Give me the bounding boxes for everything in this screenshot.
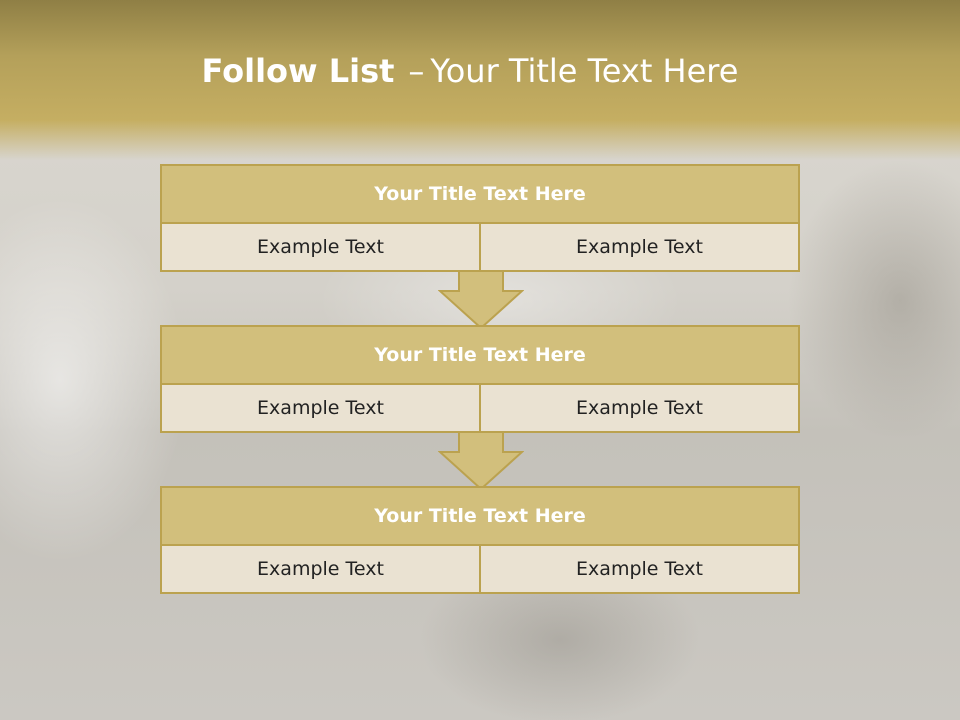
block-cell-right: Example Text (479, 546, 798, 592)
slide-title: Follow List–Your Title Text Here (0, 52, 940, 90)
block-title: Your Title Text Here (162, 488, 798, 546)
title-band (0, 0, 960, 160)
block-title: Your Title Text Here (162, 166, 798, 224)
block-cell-right: Example Text (479, 224, 798, 270)
list-block-3: Your Title Text Here Example Text Exampl… (160, 486, 800, 594)
block-title: Your Title Text Here (162, 327, 798, 385)
down-arrow-icon (438, 432, 524, 491)
slide-title-rest: Your Title Text Here (430, 52, 739, 90)
block-cell-left: Example Text (257, 397, 384, 419)
block-cell-left: Example Text (257, 236, 384, 258)
block-row: Example Text Example Text (162, 546, 798, 592)
block-cell-right: Example Text (479, 385, 798, 431)
block-cell-left: Example Text (257, 558, 384, 580)
block-row: Example Text Example Text (162, 385, 798, 431)
slide-title-bold: Follow List (201, 52, 395, 90)
down-arrow-icon (438, 271, 524, 330)
list-block-1: Your Title Text Here Example Text Exampl… (160, 164, 800, 272)
list-block-2: Your Title Text Here Example Text Exampl… (160, 325, 800, 433)
slide-title-separator: – (408, 52, 425, 90)
block-row: Example Text Example Text (162, 224, 798, 270)
